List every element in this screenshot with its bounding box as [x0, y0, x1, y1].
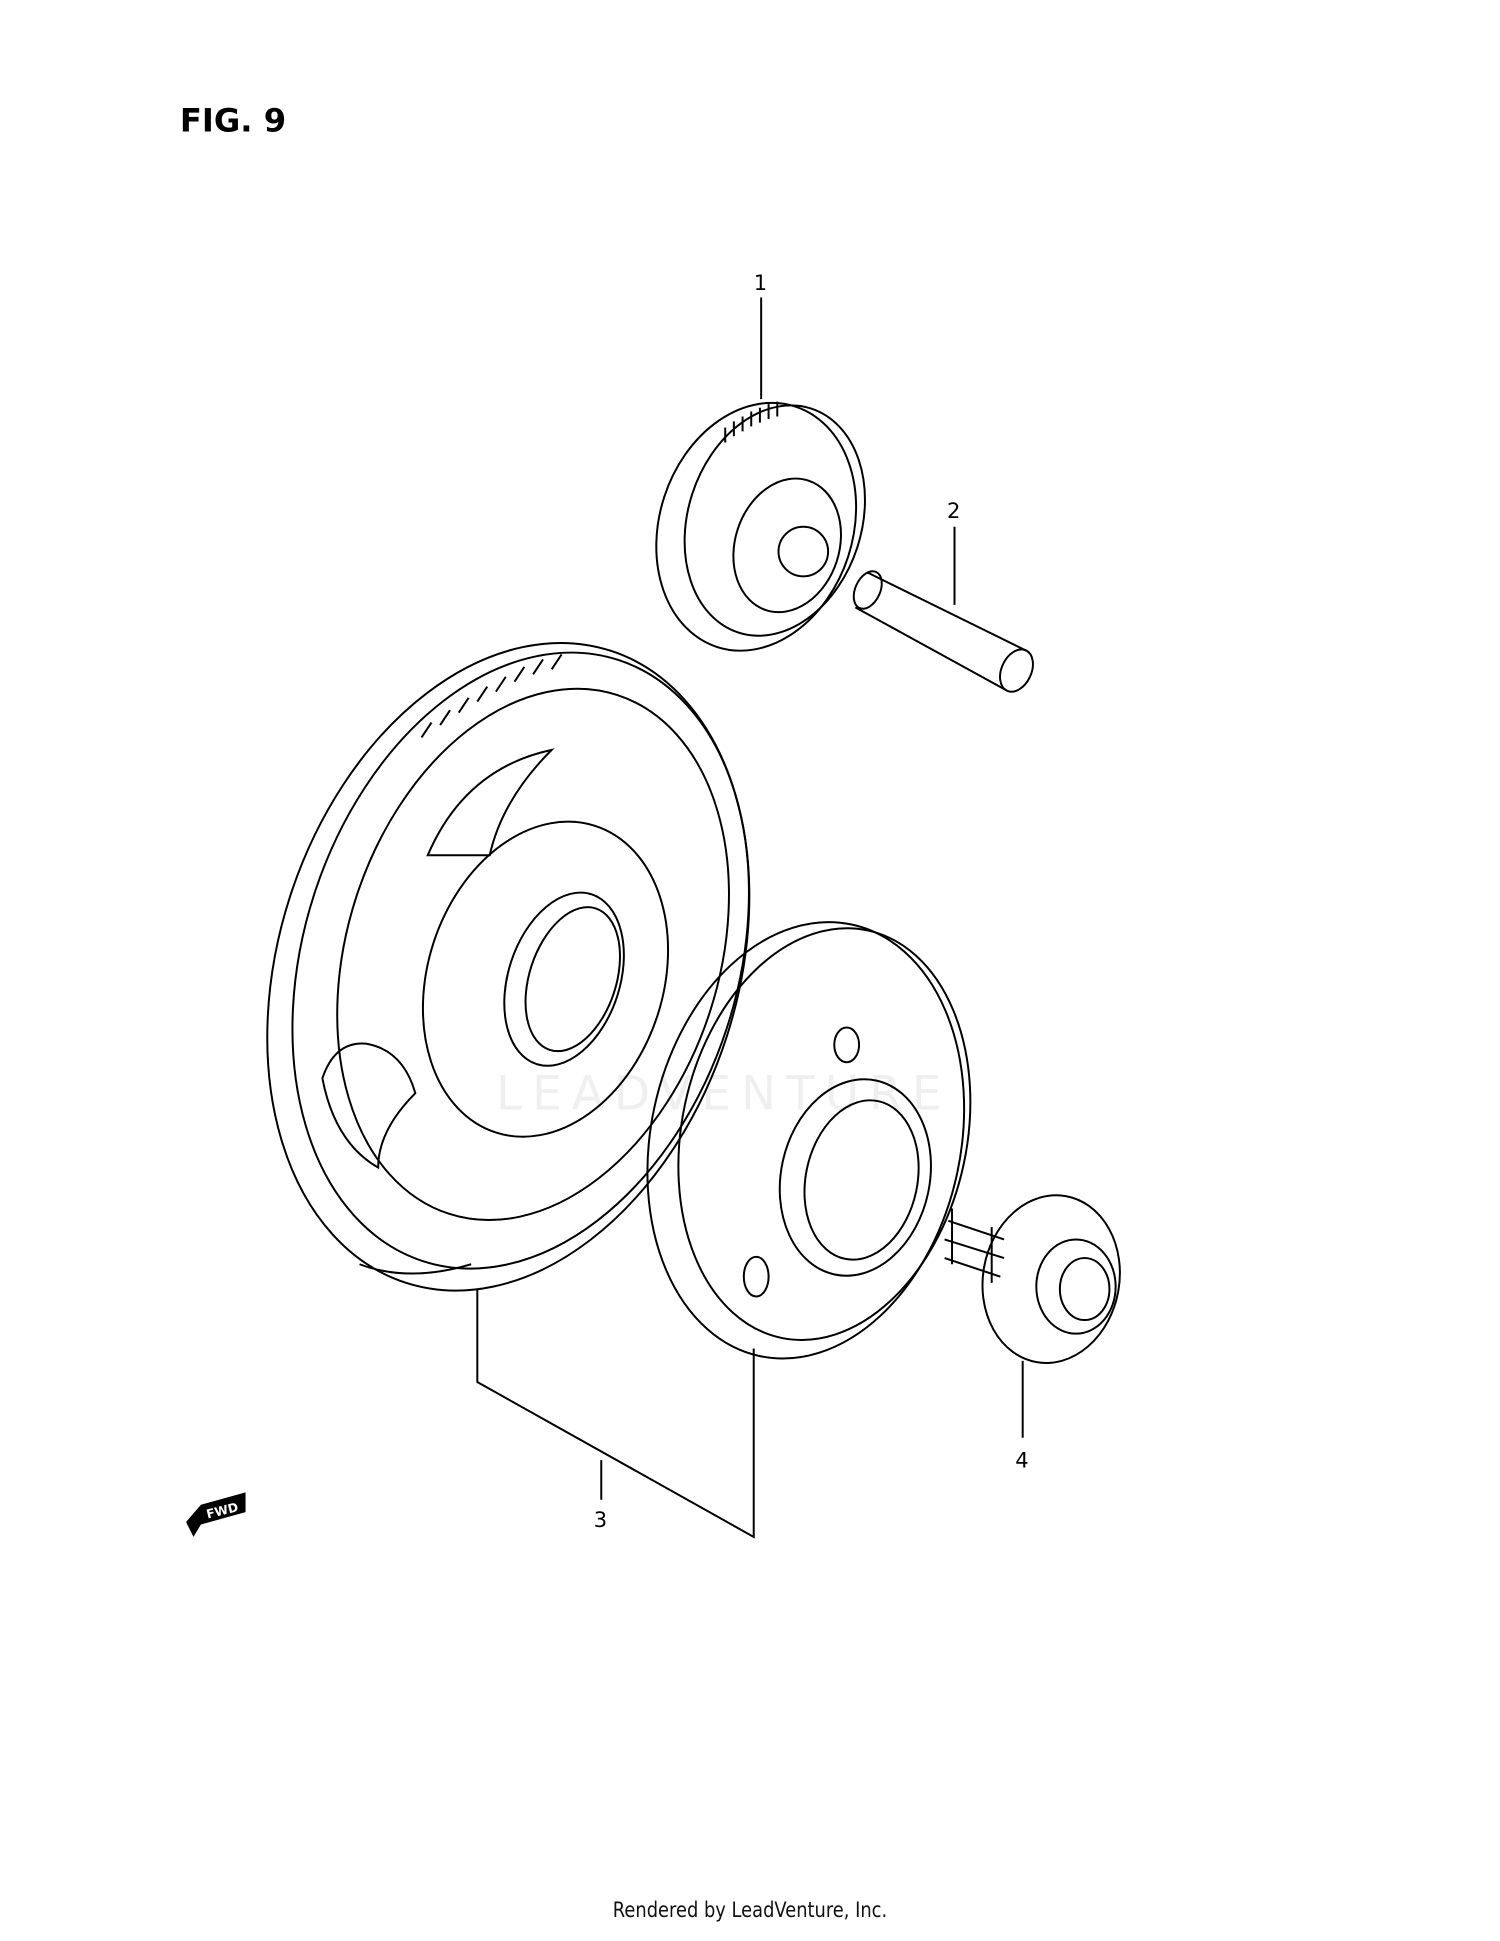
fwd-arrow-icon: FWD: [186, 1492, 246, 1537]
part-2-pin[interactable]: [848, 567, 1039, 697]
callout-leaders: [476, 297, 1024, 1539]
figure-title: FIG. 9: [180, 101, 286, 139]
callout-2: 2: [947, 498, 960, 523]
callout-1: 1: [754, 270, 767, 295]
footer-credit: Rendered by LeadVenture, Inc.: [612, 1898, 888, 1922]
part-4-flange-bolt[interactable]: [944, 1184, 1133, 1374]
part-3-starter-clutch-gear[interactable]: [188, 580, 1008, 1388]
part-1-small-gear[interactable]: [625, 377, 894, 677]
watermark: LEADVENTURE: [496, 1066, 952, 1121]
callout-4: 4: [1015, 1448, 1028, 1473]
callout-3: 3: [594, 1507, 607, 1532]
